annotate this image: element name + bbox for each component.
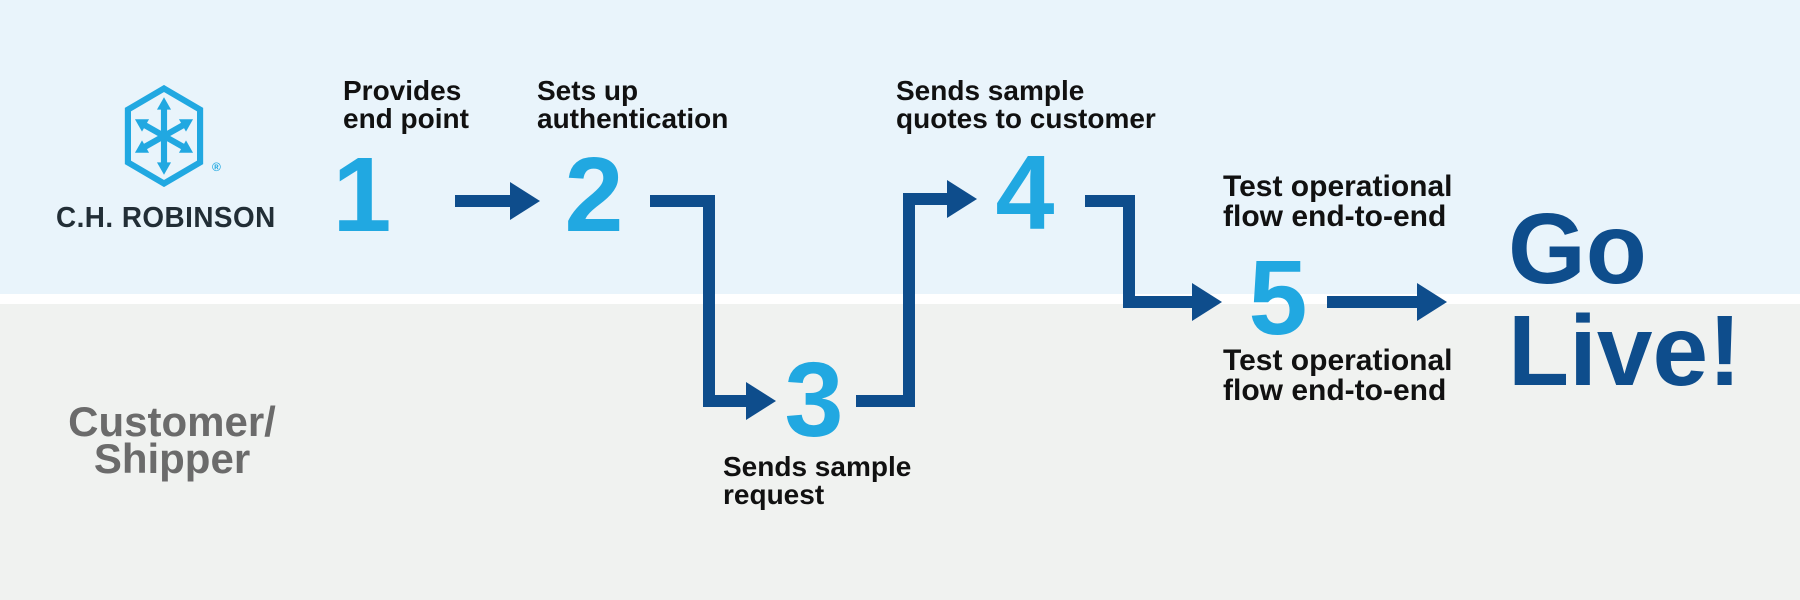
step-2-number: 2 <box>564 136 624 254</box>
step-2-label: Sets up authentication <box>537 75 729 134</box>
step-4-number: 4 <box>995 134 1055 252</box>
brand-wordmark: C.H. ROBINSON <box>56 202 276 234</box>
step-5-label-bottom: Test operational flow end-to-end <box>1223 344 1453 407</box>
step-1-number: 1 <box>332 136 392 254</box>
step-4-label: Sends sample quotes to customer <box>896 75 1156 134</box>
go-live-text: Go Live! <box>1508 193 1742 407</box>
customer-shipper-label: Customer/ Shipper <box>68 398 276 482</box>
step-5-label-top: Test operational flow end-to-end <box>1223 170 1453 233</box>
step-5-number: 5 <box>1248 239 1308 357</box>
step-3-number: 3 <box>784 341 844 459</box>
chr-logo-hexagon-arrows-icon <box>124 85 204 187</box>
step-1-label: Provides end point <box>343 75 469 134</box>
step-3-label: Sends sample request <box>723 451 912 510</box>
registered-trademark: ® <box>212 160 221 174</box>
